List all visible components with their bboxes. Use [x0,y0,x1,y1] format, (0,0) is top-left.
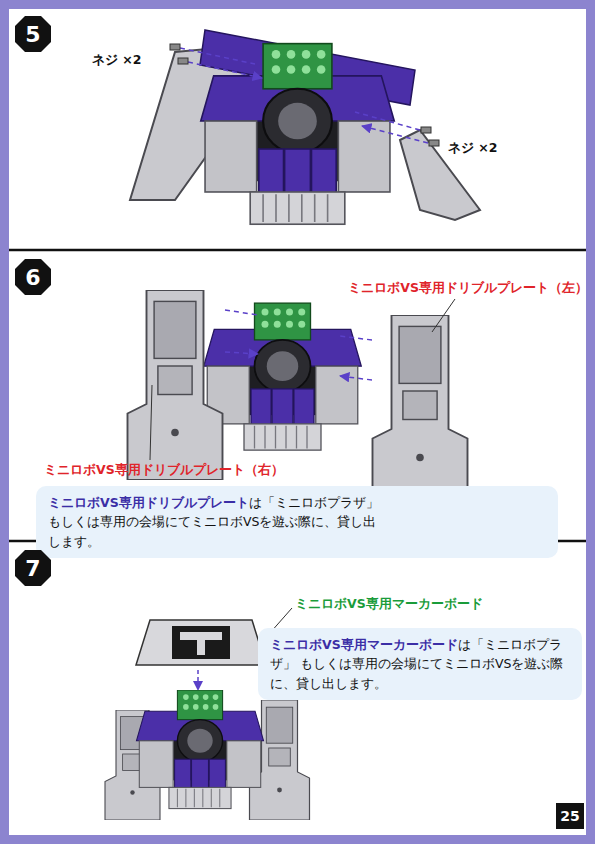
step-number: 7 [25,556,40,581]
step-badge: 5 [15,16,51,52]
screw-label: ネジ ×2 [448,140,498,157]
part-name: ミニロボVS専用マーカーボード [270,637,458,652]
step-badge: 7 [15,550,51,586]
part-label: ミニロボVS専用マーカーボード [295,596,483,613]
step-number: 6 [25,265,40,290]
part-label: ミニロボVS専用ドリブルプレート（右） [44,462,284,479]
note-box: ミニロボVS専用ドリブルプレートは「ミニロボプラザ」 もしくは専用の会場にてミニ… [36,486,558,558]
part-label: ミニロボVS専用ドリブルプレート（左） [348,280,588,297]
step-number: 5 [25,22,40,47]
step-badge: 6 [15,259,51,295]
note-box: ミニロボVS専用マーカーボードは「ミニロボプラザ」 もしくは専用の会場にてミニロ… [258,628,582,700]
note-text: ミニロボVS専用マーカーボードは「ミニロボプラザ」 もしくは専用の会場にてミニロ… [270,635,570,693]
screw-label: ネジ ×2 [92,52,142,69]
page-number-box: 25 [556,803,584,829]
note-text: ミニロボVS専用ドリブルプレートは「ミニロボプラザ」 もしくは専用の会場にてミニ… [48,493,388,551]
page-number: 25 [560,808,579,824]
part-name: ミニロボVS専用ドリブルプレート [48,495,249,510]
